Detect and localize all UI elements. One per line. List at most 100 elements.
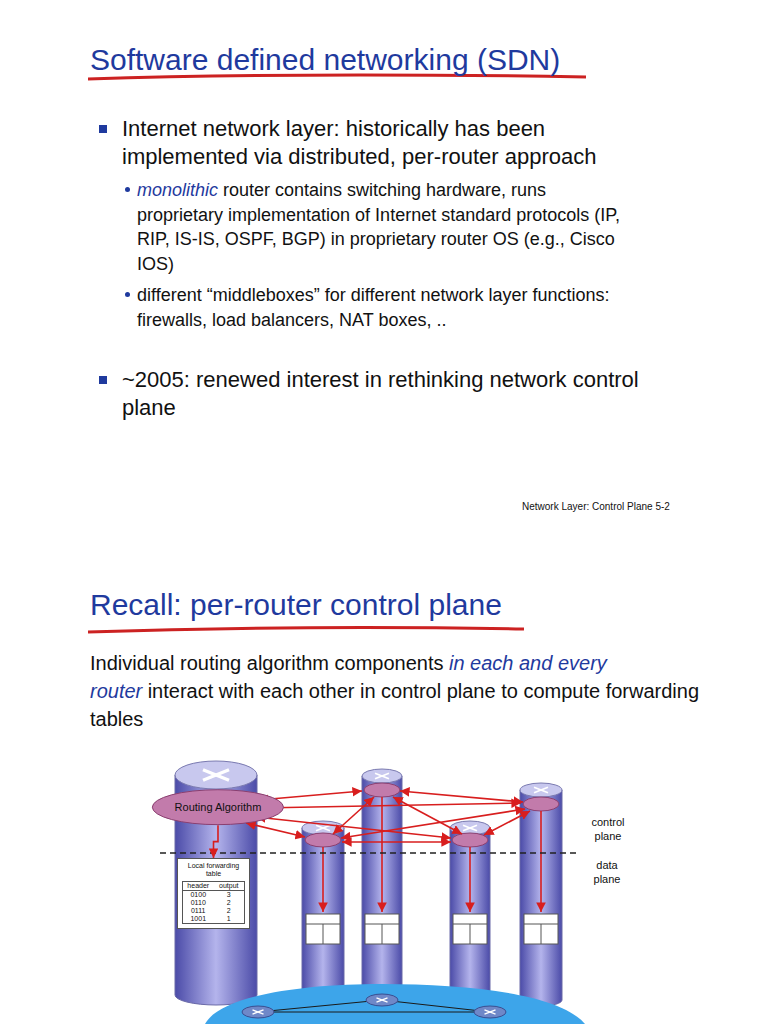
- forwarding-table-box: Local forwarding table headeroutput010030…: [177, 858, 250, 929]
- router-cylinder: [463, 825, 477, 831]
- control-message-arrow: [333, 797, 374, 834]
- connector-arrow: [214, 825, 218, 858]
- control-message-arrow: [256, 817, 451, 838]
- small-forwarding-table: [306, 914, 558, 944]
- plane-label: control plane: [591, 816, 624, 842]
- text-block: ~2005: renewed interest in rethinking ne…: [122, 366, 662, 422]
- table-cell: output: [214, 882, 245, 891]
- ellipse-shape: [152, 790, 283, 825]
- network-cloud: [205, 984, 585, 1024]
- text-block: data plane: [582, 858, 632, 886]
- router-cylinder: [362, 769, 402, 1006]
- control-component: [364, 783, 400, 797]
- small-forwarding-table: [470, 924, 471, 944]
- router-cylinder: [302, 828, 344, 1006]
- network-cloud: [258, 1012, 490, 1013]
- text-block: control plane: [578, 815, 638, 843]
- plane-label: data plane: [594, 859, 621, 885]
- router-cylinder: [450, 821, 490, 1006]
- table-update-arrow: [322, 847, 324, 912]
- network-cloud: [253, 1010, 264, 1014]
- text-block: Individual routing algorithm components i…: [90, 649, 700, 733]
- network-cloud: [253, 1010, 264, 1014]
- bullet-text: different “middleboxes” for different ne…: [137, 285, 610, 330]
- router-cylinder: [375, 773, 389, 779]
- slide-footer: Network Layer: Control Plane 5-2: [522, 501, 670, 512]
- slide-title: Software defined networking (SDN): [90, 42, 768, 78]
- control-message-arrow: [484, 811, 530, 835]
- control-message-arrow: [400, 791, 523, 802]
- router-cylinder: [203, 770, 229, 780]
- small-forwarding-table: [524, 914, 558, 944]
- control-component: [523, 797, 559, 811]
- table-cell: 2: [214, 899, 245, 907]
- table-heading: Local forwarding table: [178, 859, 249, 878]
- title-underline: [88, 628, 524, 632]
- table-update-arrow: [469, 847, 471, 912]
- table-cell: 3: [214, 891, 245, 899]
- network-cloud: [377, 998, 388, 1002]
- table-cell: 0110: [183, 899, 214, 907]
- table-cell: 2: [214, 907, 245, 915]
- router-cylinder: [534, 787, 548, 793]
- routing-algorithm-ellipse: Routing Algorithm: [151, 789, 285, 825]
- control-message-arrow: [246, 791, 530, 842]
- small-forwarding-table: [365, 914, 399, 944]
- router-cylinder: [520, 783, 562, 1006]
- text-block: monolithicrouter contains switching hard…: [137, 178, 622, 276]
- network-cloud: [258, 1000, 382, 1012]
- control-component: [305, 833, 341, 847]
- network-cloud: [485, 1010, 496, 1014]
- body-text: Individual routing algorithm components: [90, 652, 444, 674]
- control-message-arrow: [342, 841, 451, 843]
- router-cylinder: [203, 770, 229, 780]
- table-cell: 1: [214, 915, 245, 923]
- emphasis-text: monolithic: [137, 180, 218, 200]
- text-block: Recall: per-router control plane: [90, 587, 750, 623]
- router-cylinder: [316, 825, 330, 831]
- small-forwarding-table: [453, 914, 487, 944]
- plane-divider: [160, 852, 578, 854]
- table-cell: 0100: [183, 891, 214, 899]
- text-block: different “middleboxes” for different ne…: [137, 283, 622, 332]
- router-cylinder: [463, 825, 477, 831]
- router-cylinder: [375, 773, 389, 779]
- control-message-arrow: [246, 823, 305, 837]
- table-update-arrow: [540, 811, 542, 912]
- text-block: Network Layer: Control Plane 5-2: [522, 501, 742, 513]
- table-update-arrow: [323, 797, 541, 912]
- network-cloud: [382, 1000, 490, 1012]
- table-update-arrow: [381, 797, 383, 912]
- router-cylinder: [175, 761, 257, 789]
- table-grid: headeroutput01003011020111210011: [182, 881, 245, 924]
- router-cylinder: [520, 790, 562, 1006]
- small-forwarding-table: [541, 924, 542, 944]
- bullet-text: ~2005: renewed interest in rethinking ne…: [122, 367, 639, 420]
- control-message-arrow: [261, 803, 521, 808]
- router-cylinder: [316, 825, 330, 831]
- control-message-arrow: [341, 809, 525, 838]
- table-cell: 0111: [183, 907, 214, 915]
- control-component: [452, 833, 488, 847]
- network-cloud: [242, 1006, 274, 1018]
- node-label: Routing Algorithm: [175, 801, 262, 813]
- slide-title: Recall: per-router control plane: [90, 588, 502, 621]
- network-cloud: [377, 998, 388, 1002]
- body-text: interact with each other in control plan…: [90, 680, 699, 730]
- table-cell: 1001: [183, 915, 214, 923]
- router-cylinder: [520, 783, 562, 797]
- network-cloud: [366, 994, 398, 1006]
- small-forwarding-table: [382, 924, 383, 944]
- table-cell: header: [183, 882, 214, 891]
- text-block: Internet network layer: historically has…: [122, 115, 662, 171]
- router-cylinder: [362, 769, 402, 783]
- small-forwarding-table: [323, 924, 324, 944]
- router-cylinder: [362, 776, 402, 1006]
- network-cloud: [205, 984, 585, 1024]
- small-forwarding-table: [306, 914, 340, 944]
- router-cylinder: [302, 821, 344, 1006]
- bullet-text: Internet network layer: historically has…: [122, 116, 596, 169]
- network-cloud: [474, 1006, 506, 1018]
- network-cloud: [485, 1010, 496, 1014]
